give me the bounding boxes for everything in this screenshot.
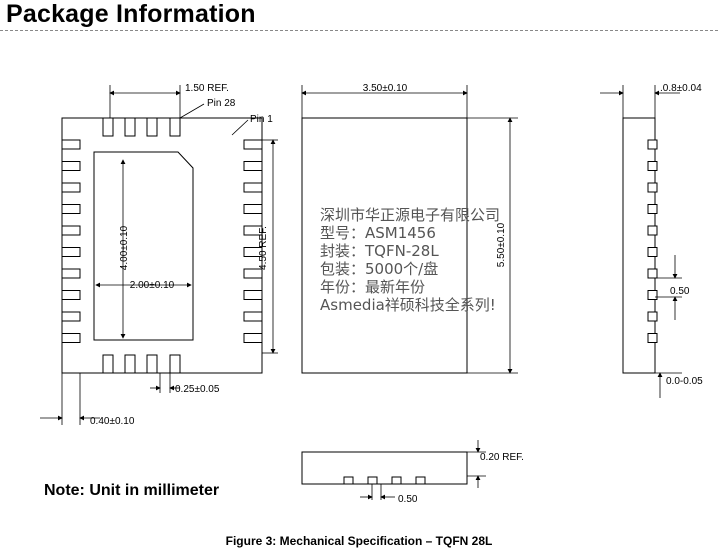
dim-pin-length: 0.40±0.10	[90, 416, 135, 427]
pin	[243, 311, 263, 322]
pin	[61, 290, 81, 300]
dim-inner-width: 2.00±0.10	[130, 280, 175, 291]
pin	[367, 476, 378, 485]
figure-caption: Figure 3: Mechanical Specification – TQF…	[225, 534, 493, 548]
pin	[61, 225, 81, 236]
dim-pin-width: 0.25±0.05	[175, 384, 220, 395]
pin	[243, 268, 263, 279]
end-view-outline	[301, 451, 468, 485]
dim-inner-height: 4.00±0.10	[119, 225, 130, 270]
pin	[647, 290, 658, 300]
dim-side-pitch: 0.50	[670, 286, 690, 297]
watermark-line: 年份：最新年份	[320, 278, 425, 296]
top-view-outline	[61, 117, 263, 374]
pin	[169, 117, 181, 137]
pin	[647, 182, 658, 193]
dim-pad-height-ref: 4.50 REF.	[258, 226, 269, 270]
pin	[343, 476, 354, 485]
left-pins	[61, 139, 81, 343]
pin	[124, 354, 136, 374]
pin	[243, 290, 263, 300]
dim-body-width: 3.50±0.10	[363, 83, 408, 94]
end-pins	[343, 476, 426, 485]
pin	[243, 139, 263, 150]
pin	[61, 182, 81, 193]
dim-body-height: 5.50±0.10	[496, 222, 507, 267]
pin	[169, 354, 181, 374]
pin	[647, 161, 658, 171]
pin	[415, 476, 426, 485]
watermark-line: Asmedia祥硕科技全系列!	[320, 296, 496, 314]
right-pins	[243, 139, 263, 343]
exposed-pad-outline	[93, 151, 194, 341]
pin	[647, 225, 658, 236]
pin	[647, 311, 658, 322]
pin	[243, 204, 263, 214]
pin	[61, 204, 81, 214]
pin	[243, 333, 263, 343]
watermark-line: 型号：ASM1456	[320, 224, 436, 242]
watermark-line: 深圳市华正源电子有限公司	[320, 206, 500, 224]
pin	[124, 117, 136, 137]
pin	[647, 204, 658, 214]
watermark-line: 封装：TQFN-28L	[320, 242, 439, 260]
pin	[61, 268, 81, 279]
title-divider	[0, 30, 718, 31]
pin28-label: Pin 28	[207, 98, 236, 109]
pin	[647, 333, 658, 343]
side-pins	[647, 139, 658, 343]
dim-standoff: 0.0-0.05	[666, 376, 703, 387]
page-title: Package Information	[6, 0, 256, 28]
pin	[102, 117, 114, 137]
pin	[243, 161, 263, 171]
pin	[61, 161, 81, 171]
side-view-outline	[622, 117, 656, 374]
pin	[647, 139, 658, 150]
pin	[61, 247, 81, 257]
top-pins	[102, 117, 181, 137]
top-view	[61, 117, 263, 374]
pin	[647, 268, 658, 279]
pin	[243, 225, 263, 236]
pin	[391, 476, 402, 485]
pin1-label: Pin 1	[250, 114, 273, 125]
pin	[243, 182, 263, 193]
bottom-pins	[102, 354, 181, 374]
dim-pitch-ref: 1.50 REF.	[185, 83, 229, 94]
watermark-text: 深圳市华正源电子有限公司型号：ASM1456封装：TQFN-28L包装：5000…	[320, 206, 500, 314]
pin	[61, 139, 81, 150]
pin	[146, 117, 158, 137]
pin	[61, 333, 81, 343]
body-outline	[301, 117, 468, 374]
dim-side-thickness: .0.8±0.04	[660, 83, 702, 94]
unit-note: Note: Unit in millimeter	[44, 482, 220, 499]
pin	[647, 247, 658, 257]
dim-end-height-ref: 0.20 REF.	[480, 452, 524, 463]
pin	[61, 311, 81, 322]
pin	[243, 247, 263, 257]
dim-end-pitch: 0.50	[398, 494, 418, 505]
pin	[102, 354, 114, 374]
watermark-line: 包装：5000个/盘	[320, 260, 438, 278]
pin	[146, 354, 158, 374]
